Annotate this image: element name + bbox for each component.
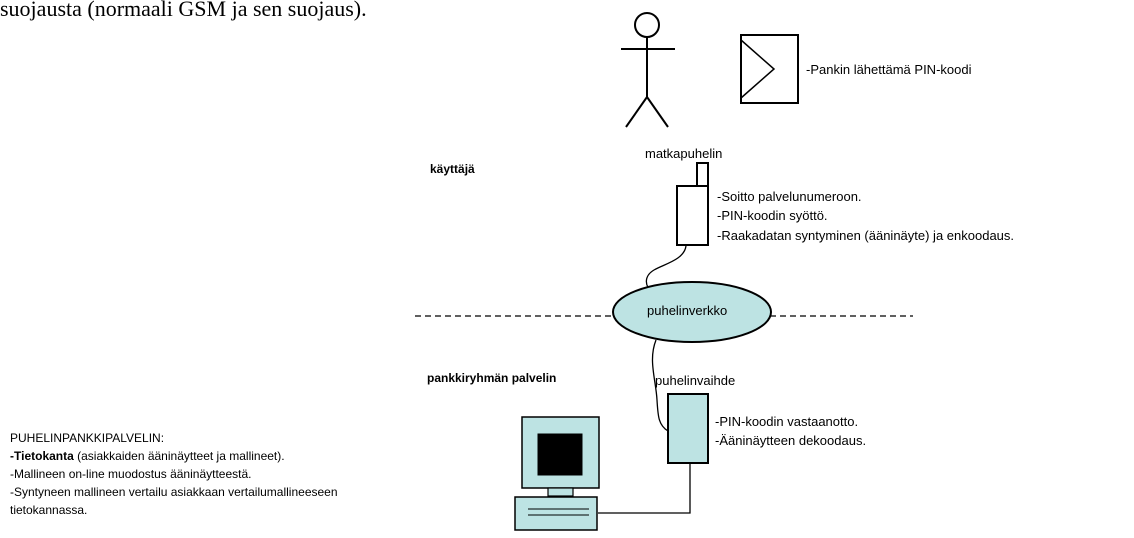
user-figure [621,12,675,128]
phone-label: matkapuhelin [645,146,723,161]
computer-icon [514,416,600,531]
service-item-text: -Mallineen on-line muodostus ääninäyttee… [10,467,252,481]
service-item: -Tietokanta (asiakkaiden ääninäytteet ja… [10,449,285,463]
pin-legend-label: -Pankin lähettämä PIN-koodi [806,62,972,77]
service-item-text: -Syntyneen mallineen vertailu asiakkaan … [10,485,338,499]
service-item-text: (asiakkaiden ääninäytteet ja mallineet). [73,449,285,463]
exchange-box [667,393,709,464]
bank-server-label: pankkiryhmän palvelin [427,371,557,385]
top-text: suojausta (normaali GSM ja sen suojaus). [0,0,367,21]
network-ellipse [612,281,772,343]
network-label: puhelinverkko [647,303,728,318]
phone-step: -PIN-koodin syöttö. [717,208,828,223]
service-title: PUHELINPANKKIPALVELIN: [10,431,165,445]
service-item-text: tietokannassa. [10,503,88,517]
pin-envelope-icon [740,34,799,104]
user-label: käyttäjä [430,162,475,176]
service-item: -Mallineen on-line muodostus ääninäyttee… [10,467,251,481]
service-item-bold: -Tietokanta [10,449,74,463]
service-item: tietokannassa. [10,503,87,517]
service-item: -Syntyneen mallineen vertailu asiakkaan … [10,485,338,499]
exchange-step: -Ääninäytteen dekoodaus. [715,433,867,448]
exchange-label: puhelinvaihde [655,373,736,388]
mobile-phone-icon [676,162,709,246]
phone-step: -Soitto palvelunumeroon. [717,189,862,204]
phone-step: -Raakadatan syntyminen (ääninäyte) ja en… [717,228,1015,243]
exchange-step: -PIN-koodin vastaanotto. [715,414,859,429]
